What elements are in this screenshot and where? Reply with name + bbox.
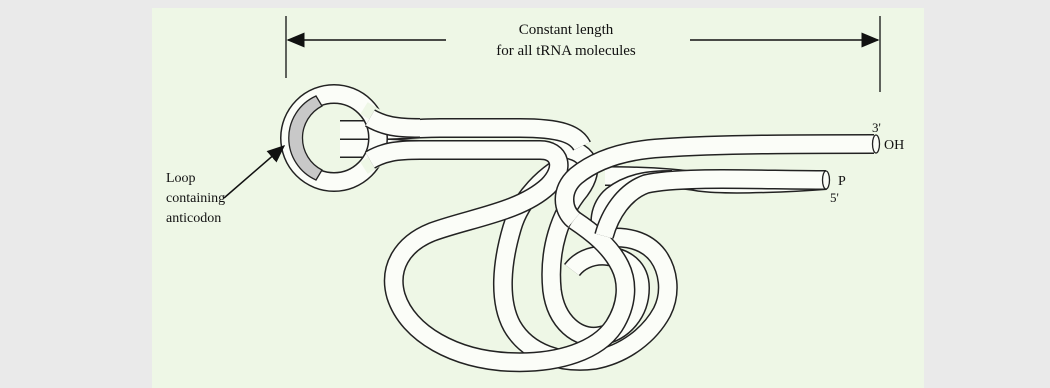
dimension-label-line2: for all tRNA molecules <box>496 43 636 59</box>
loop-label-line2: containing <box>166 191 225 206</box>
five-prime-stem <box>604 179 826 236</box>
five-prime-label: 5' <box>830 190 839 205</box>
three-prime-label: 3' <box>872 120 881 135</box>
three-prime-group-label: OH <box>884 138 904 153</box>
loop-label-line1: Loop <box>166 171 196 186</box>
five-prime-end-cap <box>823 171 830 189</box>
three-prime-end-cap <box>873 135 880 153</box>
loop-pointer-arrow <box>224 146 284 198</box>
loop-label-line3: anticodon <box>166 211 221 226</box>
trna-strand <box>340 128 874 362</box>
dimension-label-line1: Constant length <box>519 22 614 38</box>
five-prime-group-label: P <box>838 174 846 189</box>
